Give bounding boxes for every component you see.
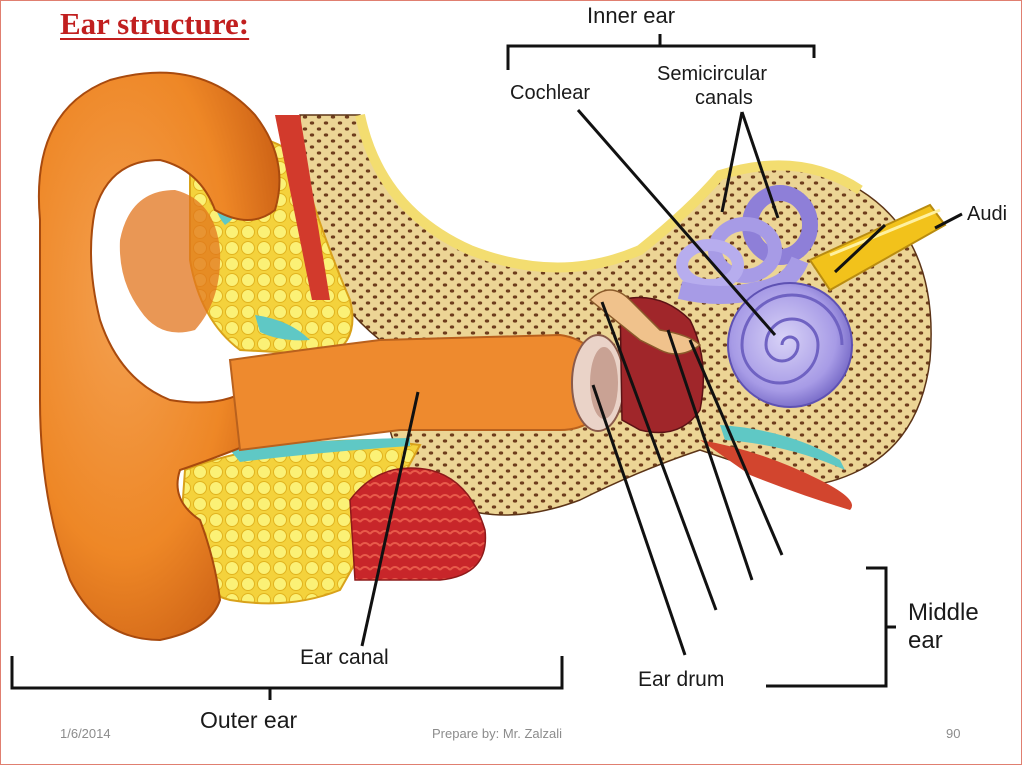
footer-date: 1/6/2014 bbox=[60, 726, 111, 741]
label-auditory: Audi bbox=[967, 203, 1007, 225]
vessel-upper bbox=[275, 115, 330, 300]
semicircular-pointer-2 bbox=[740, 111, 780, 219]
label-ear-canal: Ear canal bbox=[300, 646, 389, 669]
auditory-pointer bbox=[934, 212, 963, 230]
label-outer-ear: Outer ear bbox=[200, 707, 297, 733]
label-semicircular-1: Semicircular bbox=[657, 63, 767, 85]
ossicle-pointer-2 bbox=[666, 329, 754, 581]
outer-ear-bracket bbox=[10, 656, 564, 690]
eustachian-tube bbox=[700, 440, 852, 510]
pointer-lines bbox=[10, 34, 963, 700]
ossicle-pointer-3 bbox=[688, 339, 784, 556]
slide-title: Ear structure: bbox=[60, 6, 250, 41]
cartilage-blue-3 bbox=[230, 438, 410, 462]
footer-author: Prepare by: Mr. Zalzali bbox=[432, 726, 563, 741]
cochlea-shape bbox=[727, 282, 853, 408]
semicircular-pointer-1 bbox=[720, 111, 744, 213]
cartilage-blue-2 bbox=[255, 315, 310, 341]
ossicle-pointer-1 bbox=[600, 301, 718, 611]
pinna-inner-fold bbox=[119, 190, 221, 333]
pinna bbox=[37, 71, 281, 642]
bone-outer-rim bbox=[355, 113, 863, 273]
label-middle-ear-2: ear bbox=[908, 627, 943, 654]
label-semicircular-2: canals bbox=[695, 87, 753, 109]
label-cochlear: Cochlear bbox=[510, 82, 590, 104]
label-middle-ear-1: Middle bbox=[908, 599, 979, 626]
footer-page-number: 90 bbox=[946, 726, 961, 741]
ear-drum-pointer bbox=[591, 384, 687, 656]
label-ear-drum: Ear drum bbox=[638, 668, 724, 691]
cochlear-pointer bbox=[576, 109, 777, 336]
ear-canal-pointer bbox=[360, 391, 420, 647]
ossicles bbox=[588, 289, 702, 355]
auditory-nerve-shape bbox=[808, 203, 947, 292]
label-inner-ear: Inner ear bbox=[587, 3, 675, 28]
middle-ear-bracket bbox=[766, 566, 888, 688]
